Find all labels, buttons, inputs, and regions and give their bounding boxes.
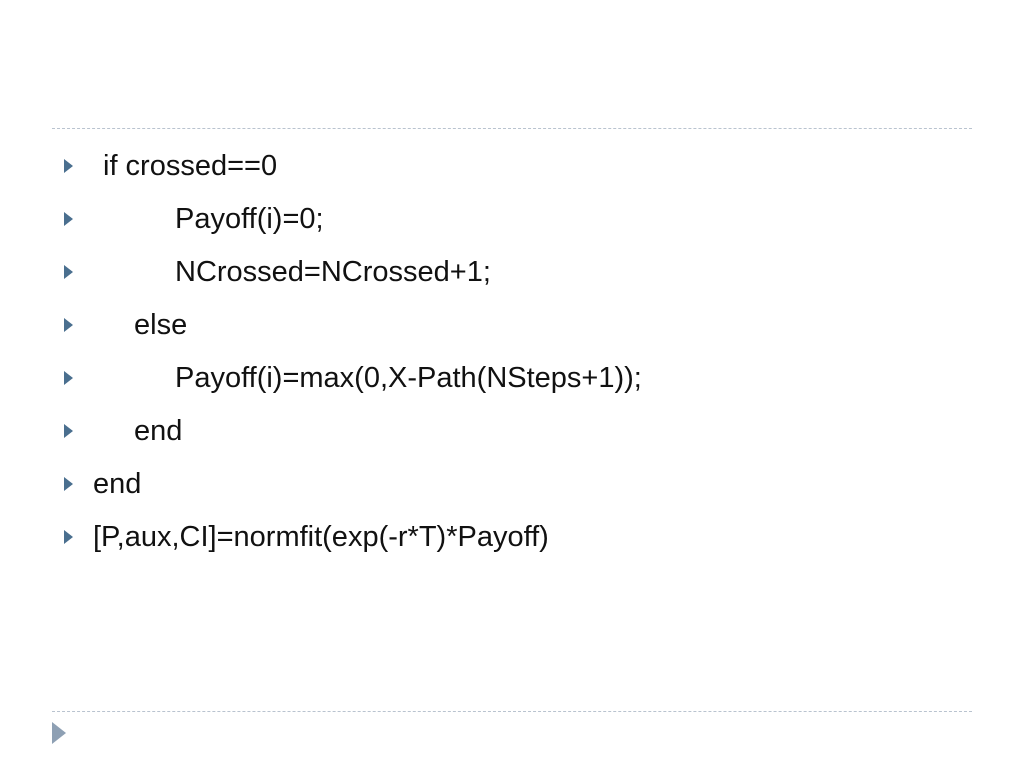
code-line: Payoff(i)=0; — [175, 203, 324, 235]
list-item: Payoff(i)=max(0,X-Path(NSteps+1)); — [0, 352, 1024, 405]
triangle-right-icon — [64, 318, 73, 332]
list-item: end — [0, 405, 1024, 458]
top-divider — [52, 128, 972, 129]
triangle-right-icon — [64, 265, 73, 279]
triangle-right-icon — [64, 159, 73, 173]
list-item: Payoff(i)=0; — [0, 193, 1024, 246]
triangle-right-icon — [64, 212, 73, 226]
code-line: end — [134, 415, 183, 447]
triangle-right-icon — [64, 424, 73, 438]
code-line: [P,aux,CI]=normfit(exp(-r*T)*Payoff) — [93, 521, 549, 553]
code-line: NCrossed=NCrossed+1; — [175, 256, 491, 288]
list-item: end — [0, 458, 1024, 511]
code-line: else — [134, 309, 188, 341]
triangle-right-icon — [64, 477, 73, 491]
triangle-right-icon — [64, 371, 73, 385]
list-item: NCrossed=NCrossed+1; — [0, 246, 1024, 299]
list-item: [P,aux,CI]=normfit(exp(-r*T)*Payoff) — [0, 511, 1024, 564]
code-line: Payoff(i)=max(0,X-Path(NSteps+1)); — [175, 362, 642, 394]
triangle-right-icon — [64, 530, 73, 544]
list-item: if crossed==0 — [0, 140, 1024, 193]
play-arrow-icon[interactable] — [52, 722, 66, 744]
bottom-divider — [52, 711, 972, 712]
code-line: if crossed==0 — [103, 150, 278, 182]
bullet-list: if crossed==0 Payoff(i)=0; NCrossed=NCro… — [0, 140, 1024, 564]
code-line: end — [93, 468, 142, 500]
list-item: else — [0, 299, 1024, 352]
